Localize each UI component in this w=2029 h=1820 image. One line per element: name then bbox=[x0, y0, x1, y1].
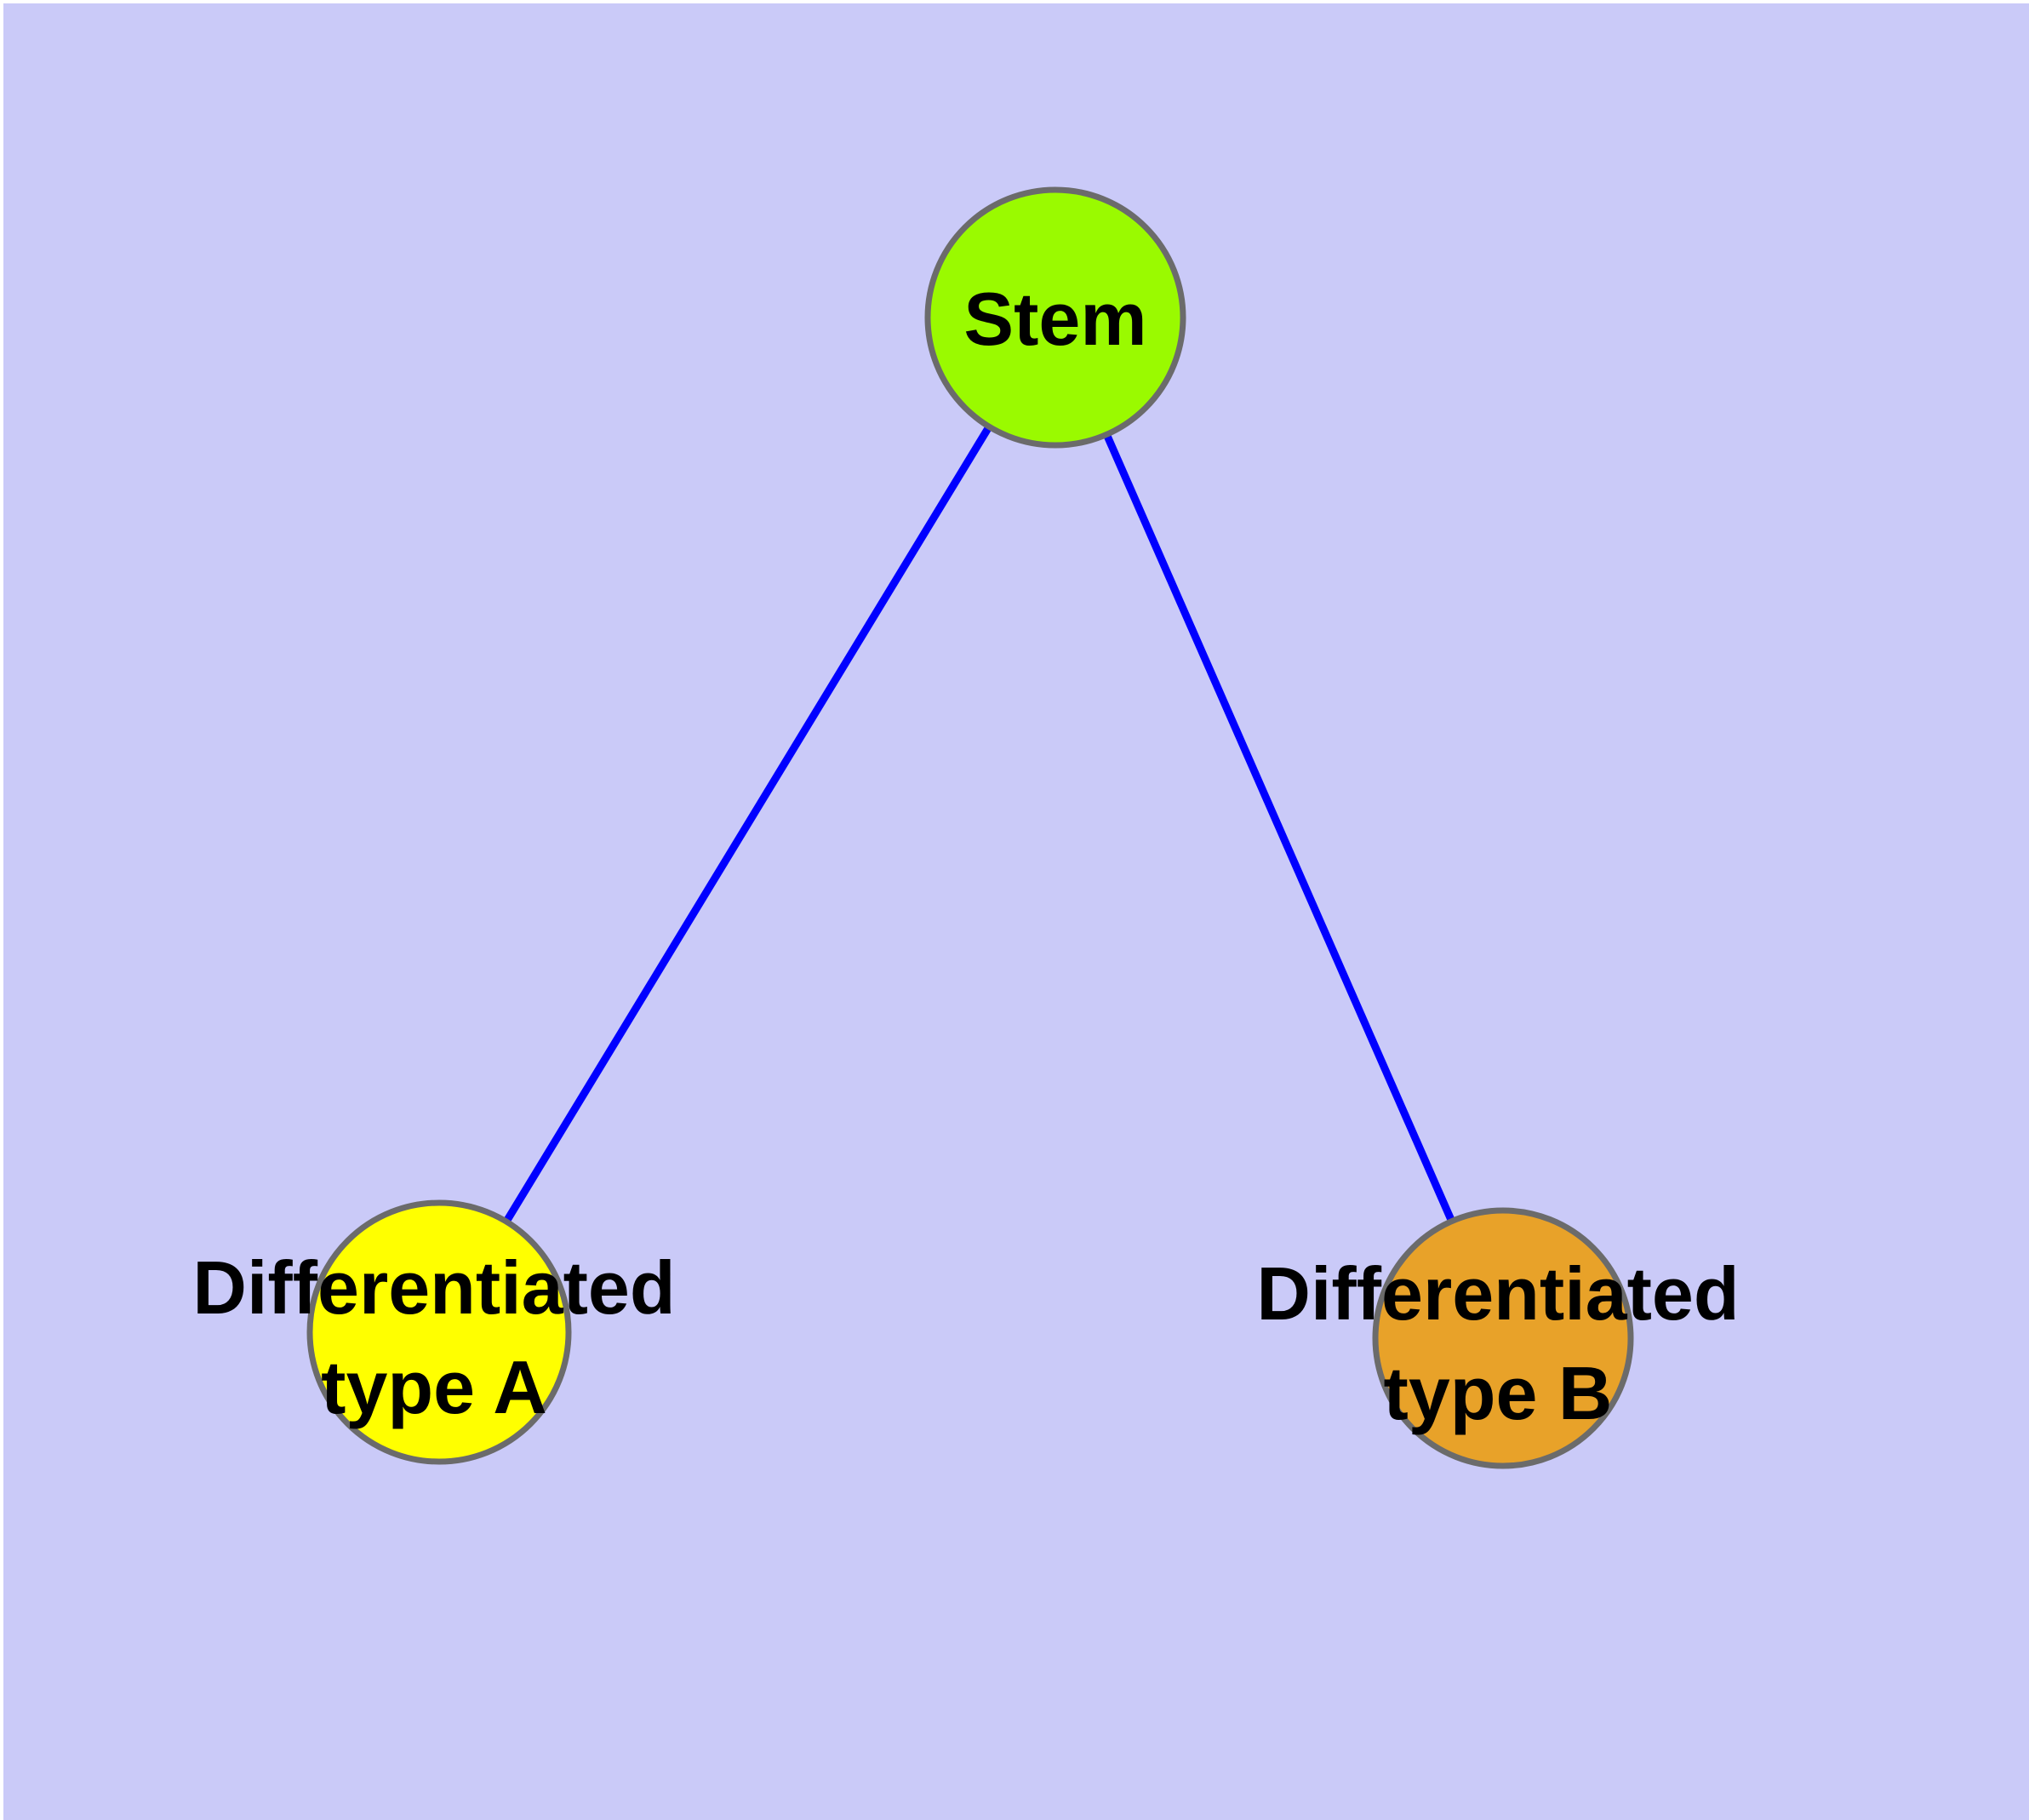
node-stem bbox=[924, 186, 1186, 449]
node-stem-label: Stem bbox=[963, 277, 1146, 361]
edge-stem-to-type-b bbox=[1051, 316, 1507, 1340]
node-differentiated-type-a bbox=[306, 1199, 572, 1465]
node-type-a-label-line2: type A bbox=[321, 1345, 547, 1429]
node-type-b-label-line1: Differentiated bbox=[1256, 1251, 1739, 1336]
node-type-a-label-line1: Differentiated bbox=[192, 1245, 675, 1330]
node-type-b-label-line2: type B bbox=[1384, 1351, 1613, 1435]
edge-stem-to-type-a bbox=[436, 315, 1059, 1335]
node-differentiated-type-b bbox=[1372, 1207, 1634, 1469]
